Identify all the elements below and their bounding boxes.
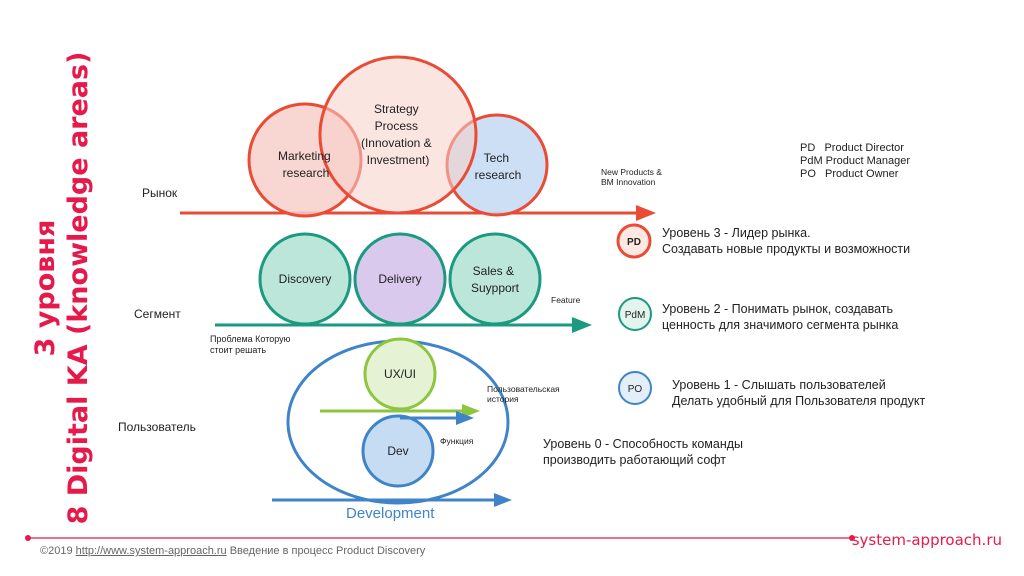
- level-2-line-2: ценность для значимого сегмента рынка: [662, 318, 899, 332]
- level-3-line-1: Уровень 3 - Лидер рынка.: [662, 226, 811, 240]
- discovery-label: Discovery: [279, 272, 332, 286]
- level-3-line-2: Создавать новые продукты и возможности: [662, 242, 911, 256]
- level-0-text: Уровень 0 - Способность команды производ…: [543, 436, 743, 468]
- circle-ux-ui: [363, 337, 437, 411]
- user-story-label-line-1: Пользовательская: [487, 384, 560, 394]
- strategy-label-line-2: Process: [375, 119, 418, 133]
- function-arrow-head: [456, 411, 474, 425]
- strategy-label-line-1: Strategy: [374, 102, 419, 116]
- dev-label: Dev: [387, 444, 408, 458]
- badge-po: [618, 371, 652, 405]
- badge-pdm: [618, 297, 652, 331]
- sales-label-line-1: Sales &: [473, 264, 514, 278]
- badge-po-label: PO: [628, 384, 643, 395]
- footer-copyright: ©2019: [40, 545, 73, 557]
- discovery-label-line-1: Discovery: [279, 272, 332, 286]
- function-label: Функция: [440, 436, 474, 446]
- legend-line-pd: PD Product Director: [800, 142, 904, 154]
- ux-ui-label-line-1: UX/UI: [384, 367, 416, 381]
- row-label-user: Пользователь: [118, 420, 196, 434]
- level-1-text: Уровень 1 - Слышать пользователей Делать…: [672, 377, 925, 409]
- sales-label-line-2: Suypport: [471, 281, 520, 295]
- level-1-line-1: Уровень 1 - Слышать пользователей: [672, 378, 886, 392]
- development-arrow-head: [494, 493, 512, 507]
- problem-label-line-1: Проблема Которую: [210, 334, 291, 344]
- legend-line-pdm: PdM Product Manager: [800, 155, 911, 167]
- footer-text: Введение в процесс Product Discovery: [229, 545, 426, 557]
- tech-label: Tech research: [475, 151, 522, 182]
- tech-label-line-2: research: [475, 168, 522, 182]
- badge-pd-label: PD: [627, 237, 641, 248]
- tech-label-line-1: Tech: [484, 151, 509, 165]
- sales-label: Sales & Suypport: [471, 264, 520, 295]
- delivery-label-line-1: Delivery: [378, 272, 421, 286]
- legend-line-po: PO Product Owner: [800, 168, 899, 180]
- vertical-title-line-2: 8 Digital KA (knowledge areas): [63, 51, 94, 525]
- footer-link[interactable]: http://www.system-approach.ru: [75, 545, 227, 557]
- ux-ui-label: UX/UI: [384, 367, 416, 381]
- user-story-label: Пользовательская история: [487, 384, 560, 404]
- strategy-label-line-4: Investment): [367, 153, 430, 167]
- marketing-label: Marketing research: [278, 149, 334, 180]
- circle-sales-support: [448, 232, 542, 326]
- user-story-arrow-head: [462, 404, 480, 418]
- segment-arrow-head: [572, 317, 592, 333]
- circle-discovery: [258, 232, 352, 326]
- footer-rule-end-dot: [849, 535, 855, 541]
- strategy-label-line-3: (Innovation &: [361, 136, 432, 150]
- level-2-line-1: Уровень 2 - Понимать рынок, создавать: [662, 302, 894, 316]
- badge-pdm-label: PdM: [625, 310, 646, 321]
- feature-label: Feature: [551, 295, 581, 305]
- problem-label: Проблема Которую стоит решать: [210, 334, 290, 356]
- row-label-segment: Сегмент: [134, 307, 181, 321]
- new-products-label-line-1: New Products &: [601, 167, 662, 177]
- level-3-text: Уровень 3 - Лидер рынка. Создавать новые…: [662, 225, 910, 257]
- circle-delivery: [353, 232, 447, 326]
- delivery-label: Delivery: [378, 272, 421, 286]
- new-products-label: New Products & BM Innovation: [601, 167, 662, 187]
- level-0-line-2: производить работающий софт: [543, 453, 727, 467]
- vertical-title-text: 3 уровня 8 Digital KA (knowledge areas): [29, 52, 95, 525]
- vertical-title-line-1: 3 уровня: [30, 219, 61, 357]
- dev-label-line-1: Dev: [387, 444, 408, 458]
- strategy-label: Strategy Process (Innovation & Investmen…: [361, 102, 435, 167]
- brand-logo-text: system-approach.ru: [851, 531, 1002, 549]
- marketing-label-line-1: Marketing: [278, 149, 331, 163]
- level-0-line-1: Уровень 0 - Способность команды: [543, 437, 744, 451]
- marketing-label-line-2: research: [283, 166, 330, 180]
- user-story-label-line-2: история: [487, 394, 519, 404]
- badge-pd: [616, 223, 652, 259]
- development-label: Development: [346, 505, 435, 522]
- level-2-text: Уровень 2 - Понимать рынок, создавать це…: [662, 301, 898, 333]
- circle-strategy-process: [318, 55, 478, 215]
- footer: ©2019 http://www.system-approach.ru Введ…: [40, 545, 425, 557]
- row-label-market: Рынок: [142, 186, 178, 200]
- market-arrow-head: [636, 205, 656, 221]
- problem-label-line-2: стоит решать: [210, 345, 267, 355]
- footer-rule-start-dot: [25, 535, 31, 541]
- circle-dev: [361, 414, 435, 488]
- level-1-line-2: Делать удобный для Пользователя продукт: [672, 394, 926, 408]
- role-legend: PD Product Director PdM Product Manager …: [800, 142, 910, 181]
- new-products-label-line-2: BM Innovation: [601, 177, 656, 187]
